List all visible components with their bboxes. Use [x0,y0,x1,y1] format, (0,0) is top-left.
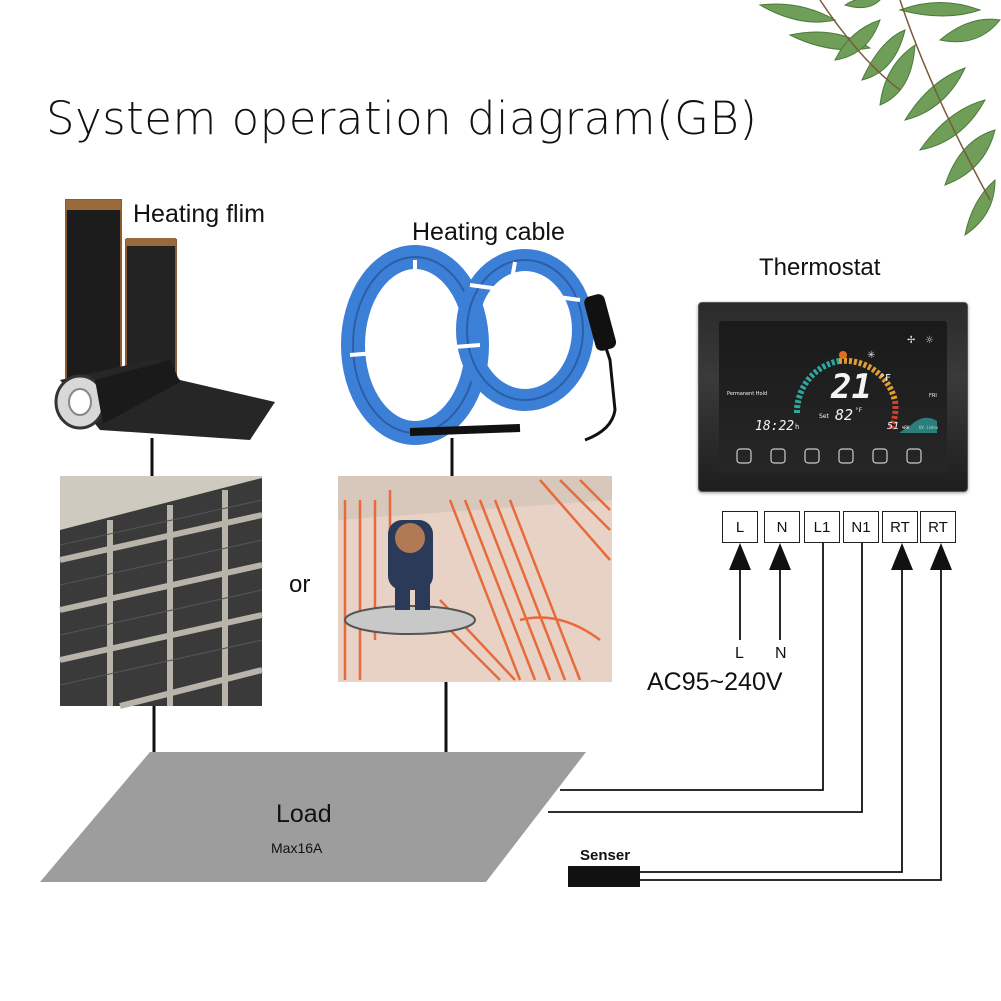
terminal-rt-1: RT [882,511,918,543]
heating-cable-coils-image [341,245,617,445]
thermostat-device: ✳ ✢ ☼ Permanent Hold FRI 21 °F Set 82 °F… [698,302,968,492]
page-title: System operation diagram(GB) [46,92,758,145]
thermostat-humidity: 51 [887,421,900,432]
snowflake-icon: ✳ [867,350,875,361]
sensor-probe [568,866,640,887]
fan-icon: ✢ [907,335,915,346]
thermostat-time: 18:22 [755,419,795,434]
thermostat-temperature: 21 [831,367,872,407]
heating-film-rolls-image [54,199,275,440]
terminal-n1: N1 [843,511,879,543]
thermostat-time-unit: h [795,423,800,431]
leaves-decoration [758,0,1001,237]
thermostat-screen: ✳ ✢ ☼ Permanent Hold FRI 21 °F Set 82 °F… [719,321,947,473]
terminal-l: L [722,511,758,543]
thermostat-set-unit: °F [855,407,863,414]
heating-cable-installation-photo [338,476,612,682]
or-label: or [289,571,311,598]
thermostat-label: Thermostat [759,254,881,281]
sensor-wires [640,565,942,881]
sun-icon: ☼ [925,335,934,346]
load-label: Load [276,800,332,828]
thermostat-day: FRI [929,393,937,399]
heating-cable-label: Heating cable [412,218,565,246]
load-wires [548,542,863,813]
thermostat-temp-unit: °F [879,373,892,384]
connection-lines [150,438,454,752]
thermostat-gauge: ✳ ✢ ☼ [736,335,937,464]
thermostat-set-value: 82 [835,406,854,424]
flame-icon [839,351,847,359]
load-max-label: Max16A [271,840,323,856]
heating-film-installation-photo [59,476,263,709]
power-l-label: L [735,645,744,662]
terminal-l1: L1 [804,511,840,543]
thermostat-humidity-unit: %RH [902,425,910,430]
power-arrows [729,543,952,640]
terminal-rt-2: RT [920,511,956,543]
load-shape [40,752,586,882]
thermostat-mode: Permanent Hold [727,391,768,397]
thermostat-set-label: Set [819,413,829,420]
power-voltage-label: AC95~240V [647,668,783,696]
thermostat-buttons [736,448,922,464]
heating-film-label: Heating flim [133,200,265,228]
thermostat-uv-label: UV index [919,425,939,430]
power-n-label: N [775,645,787,662]
sensor-label: Senser [580,847,631,864]
terminal-n: N [764,511,800,543]
